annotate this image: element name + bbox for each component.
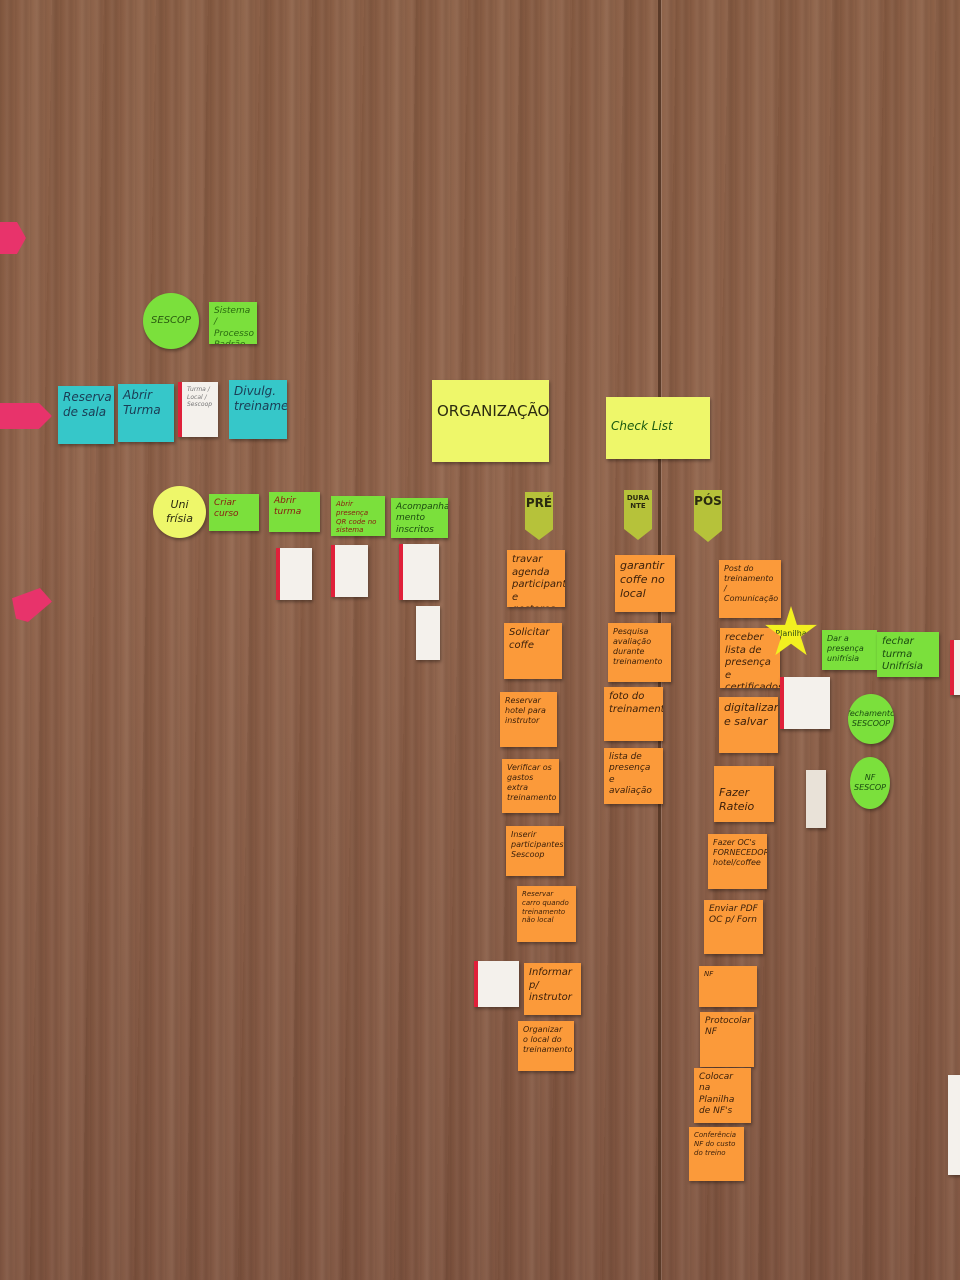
white-note bbox=[416, 606, 440, 660]
divulg-note: Divulg. treinamento bbox=[229, 380, 287, 439]
pre-note: Verificar os gastos extra treinamento bbox=[502, 759, 559, 813]
pos-note: Post do treinamento / Comunicação bbox=[719, 560, 781, 618]
pos-note: Fazer Rateio bbox=[714, 766, 774, 822]
durante-note: foto do treinamento bbox=[604, 687, 663, 741]
fechamento-circle: fechamento SESCOOP bbox=[848, 694, 894, 744]
pre-note: Solicitar coffe bbox=[504, 623, 562, 679]
pink-arrow-tag bbox=[12, 588, 52, 622]
reserva-note: Reserva de sala bbox=[58, 386, 114, 444]
durante-note: Pesquisa avaliação durante treinamento bbox=[608, 623, 671, 682]
fechar-turma-note: fechar turma Unifrísia bbox=[877, 632, 939, 677]
acompanhamento-note: Acompanha-mento inscritos bbox=[391, 498, 448, 538]
white-note bbox=[950, 640, 960, 695]
turma-white-note: Turma / Local / Sescoop bbox=[178, 382, 218, 437]
white-note bbox=[948, 1075, 960, 1175]
pos-note: Fazer OC's FORNECEDOR hotel/coffee bbox=[708, 834, 767, 889]
white-note bbox=[780, 677, 830, 729]
pos-note: NF bbox=[699, 966, 757, 1007]
pre-note: Reservar hotel para instrutor bbox=[500, 692, 557, 747]
durante-note: garantir coffe no local bbox=[615, 555, 675, 612]
pre-note: Inserir participantes Sescoop bbox=[506, 826, 564, 876]
abrir-presenca-note: Abrir presença QR code no sistema bbox=[331, 496, 385, 536]
abrir-turma-unifrisia-note: Abrir turma bbox=[269, 492, 320, 532]
nf-sescop-circle: NF SESCOP bbox=[850, 757, 890, 809]
pos-note: receber lista de presença e certificados bbox=[720, 628, 780, 688]
unifrisia-circle: Uni frísia bbox=[153, 486, 206, 538]
pre-label: PRÉ bbox=[525, 492, 553, 540]
white-note bbox=[806, 770, 826, 828]
pos-note: digitalizar e salvar bbox=[719, 697, 778, 753]
pos-note: Protocolar NF bbox=[700, 1012, 754, 1067]
organizacao-title: ORGANIZAÇÃO bbox=[432, 380, 549, 462]
pos-note: Enviar PDF OC p/ Forn bbox=[704, 900, 763, 954]
white-note bbox=[276, 548, 312, 600]
durante-note: lista de presença e avaliação bbox=[604, 748, 663, 804]
abrir-turma-note: Abrir Turma bbox=[118, 384, 174, 442]
pre-note: travar agenda participante e gestores bbox=[507, 550, 565, 607]
pink-arrow-tag bbox=[0, 222, 26, 254]
white-note bbox=[331, 545, 368, 597]
dar-presenca-note: Dar a presença unifrísia bbox=[822, 630, 877, 670]
white-note bbox=[474, 961, 519, 1007]
sistema-note: Sistema / Processo Padrão bbox=[209, 302, 257, 344]
pos-label: PÓS bbox=[694, 490, 722, 542]
pos-note: Colocar na Planilha de NF's bbox=[694, 1068, 751, 1123]
white-note bbox=[399, 544, 439, 600]
pre-note: Reservar carro quando treinamento não lo… bbox=[517, 886, 576, 942]
pre-note: Informar p/ instrutor bbox=[524, 963, 581, 1015]
durante-label: DURANTE bbox=[624, 490, 652, 540]
checklist-title: Check List bbox=[606, 397, 710, 459]
pre-note: Organizar o local do treinamento bbox=[518, 1021, 574, 1071]
sescop-circle: SESCOP bbox=[143, 293, 199, 349]
pink-arrow-tag bbox=[0, 403, 52, 429]
criar-curso-note: Criar curso bbox=[209, 494, 259, 531]
pos-note: Conferência NF do custo do treino bbox=[689, 1127, 744, 1181]
